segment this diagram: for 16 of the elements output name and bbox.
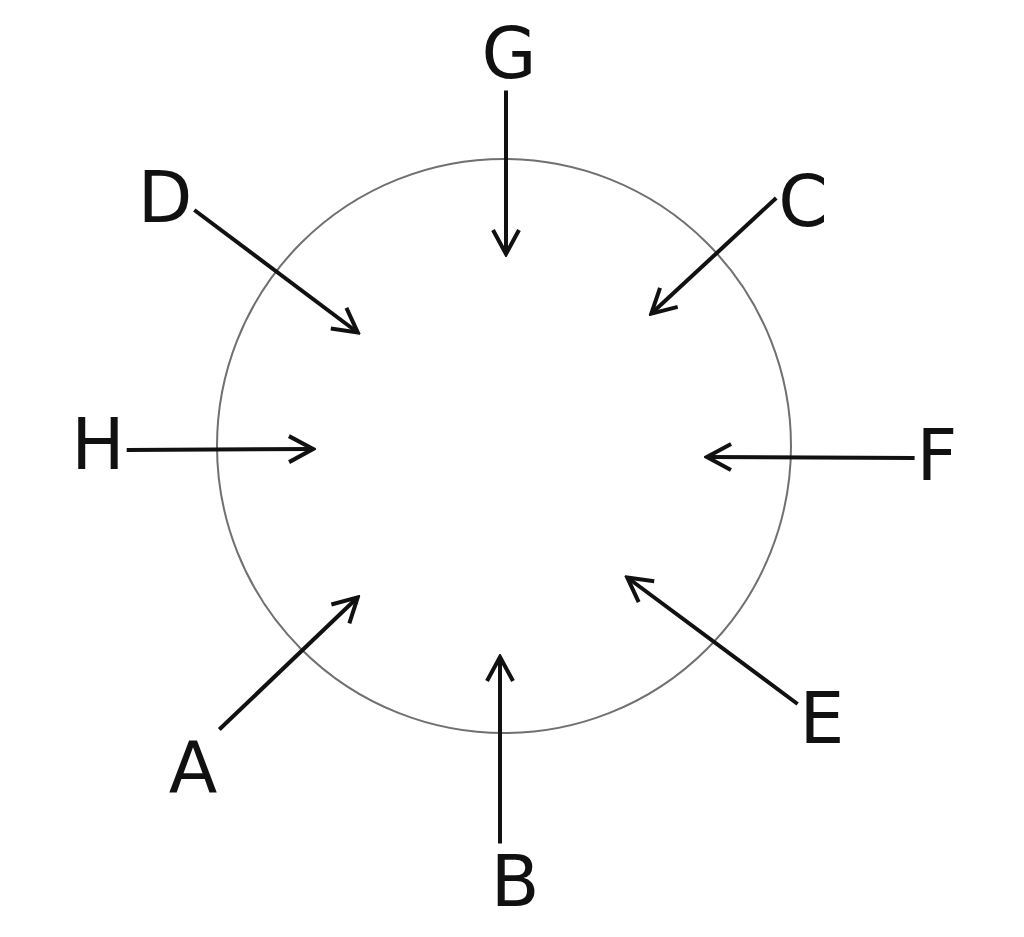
- letter-label: G: [481, 17, 537, 89]
- arrow: [217, 595, 360, 731]
- letter-label: E: [799, 682, 845, 754]
- arrow: [625, 575, 799, 706]
- arrow: [491, 90, 521, 256]
- arrow: [126, 434, 315, 465]
- arrow: [193, 208, 360, 335]
- arrow: [649, 196, 778, 316]
- letter-label: F: [916, 419, 958, 491]
- letter-label: B: [490, 845, 540, 917]
- arrow: [485, 655, 515, 844]
- letter-label: H: [71, 408, 125, 480]
- letter-label: C: [778, 165, 828, 237]
- letter-label: A: [168, 731, 218, 803]
- arrow: [705, 442, 915, 473]
- letter-label: D: [137, 161, 193, 233]
